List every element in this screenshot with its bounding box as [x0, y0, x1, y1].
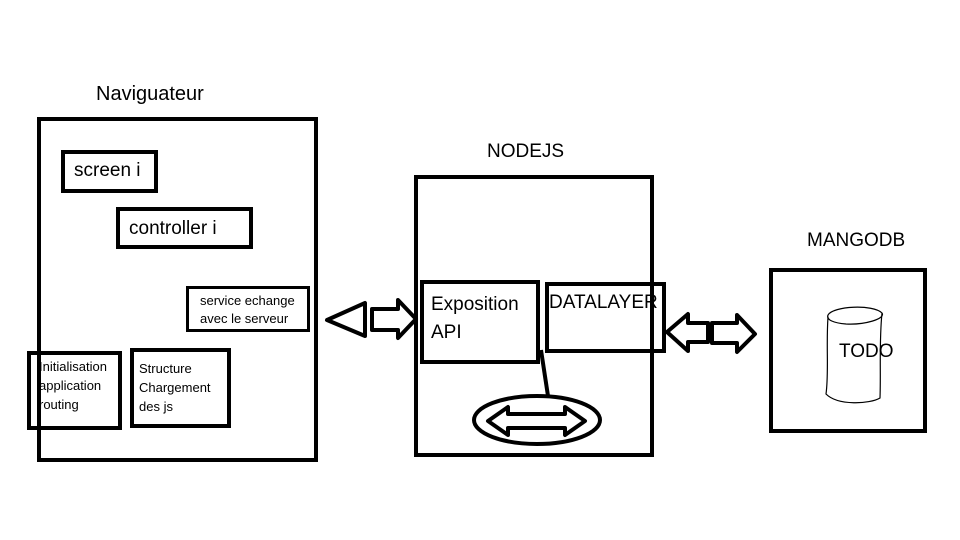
arrow-left-head — [325, 301, 367, 338]
init-label-1: Initialisation — [39, 359, 107, 374]
browser-title: Naviguateur — [96, 83, 204, 105]
init-label-3: routing — [39, 397, 79, 412]
screen-label: screen i — [74, 160, 141, 181]
service-box: service echange avec le serveur — [186, 286, 310, 332]
service-label-1: service echange — [200, 293, 295, 308]
db-title: MANGODB — [807, 230, 906, 251]
controller-label: controller i — [129, 218, 217, 239]
structure-label-1: Structure — [139, 361, 192, 376]
arrow-right-head — [370, 298, 418, 340]
internal-bus-ellipse — [472, 394, 602, 446]
database-cylinder — [825, 306, 883, 404]
node-db-arrow — [665, 312, 757, 354]
node-title: NODEJS — [487, 141, 565, 162]
api-ellipse-connector — [539, 349, 550, 397]
structure-label-3: des js — [139, 399, 173, 414]
node-box — [414, 175, 654, 457]
arrow-right-head — [710, 313, 757, 354]
datalayer-box: DATALAYER — [545, 282, 666, 353]
service-label-2: avec le serveur — [200, 311, 289, 326]
db-box — [769, 268, 927, 433]
browser-node-arrow — [325, 298, 418, 340]
api-box: Exposition API — [420, 280, 540, 364]
init-label-2: application — [39, 378, 102, 393]
api-label-1: Exposition — [431, 294, 519, 315]
browser-box — [37, 117, 318, 462]
structure-box: Structure Chargement des js — [130, 348, 231, 428]
api-label-2: API — [431, 322, 462, 343]
screen-box: screen i — [61, 150, 158, 193]
arrow-left-head — [665, 312, 710, 353]
controller-box: controller i — [116, 207, 253, 249]
datalayer-label: DATALAYER — [549, 292, 658, 313]
structure-label-2: Chargement — [139, 380, 211, 395]
internal-bus-arrow — [486, 405, 587, 437]
init-box: Initialisation application routing — [27, 351, 122, 430]
